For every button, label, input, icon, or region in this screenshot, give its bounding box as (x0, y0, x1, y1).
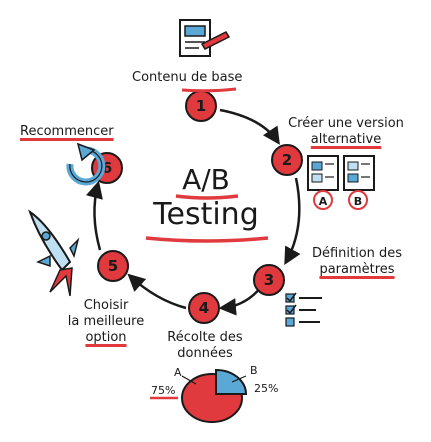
step-circle-5: 5 (97, 250, 129, 282)
title-underline-ab (175, 194, 239, 200)
svg-text:A: A (319, 195, 328, 208)
arrow-5-to-6 (85, 180, 103, 251)
step-number-4: 4 (199, 299, 209, 317)
pie-value-a: 75% (151, 384, 175, 397)
title-testing: Testing (153, 197, 259, 232)
title-ab: A/B (182, 163, 230, 196)
step-circle-4: 4 (188, 292, 220, 324)
pie-slice-b (215, 368, 248, 395)
step-3-label: Définition des paramètres (311, 246, 403, 277)
step-circle-2: 2 (271, 144, 303, 176)
restart-icon (66, 142, 106, 186)
rocket-icon (28, 209, 80, 297)
step-circle-3: 3 (253, 264, 285, 296)
checklist-icon (285, 292, 322, 327)
document-icon (179, 19, 231, 57)
arrow-1-to-2 (219, 108, 280, 145)
pie-label-b: B (250, 364, 258, 377)
arrow-2-to-3 (284, 177, 301, 266)
svg-text:B: B (354, 195, 362, 208)
step-4-label: Récolte des données (167, 330, 243, 361)
variant-b-badge: B (348, 190, 368, 210)
step-5-label: Choisir la meilleure option (67, 298, 145, 345)
step-2-label: Créer une version alternative (288, 116, 404, 147)
step-1-label: Contenu de base (132, 70, 243, 85)
step-number-6: 6 (102, 159, 112, 177)
pie-chart-icon (181, 368, 248, 423)
step-6-label: Recommencer (20, 124, 114, 139)
variant-a-badge: A (313, 190, 333, 210)
variant-screens-icon (307, 155, 375, 191)
pie-value-b: 25% (254, 382, 278, 395)
pie-label-a: A (174, 366, 182, 379)
step-number-5: 5 (108, 257, 118, 275)
step-circle-1: 1 (185, 90, 217, 122)
step-number-1: 1 (196, 97, 206, 115)
arrow-4-to-5 (127, 273, 187, 310)
step-number-2: 2 (282, 151, 292, 169)
title-underline-testing (145, 236, 269, 243)
step-number-3: 3 (264, 271, 274, 289)
